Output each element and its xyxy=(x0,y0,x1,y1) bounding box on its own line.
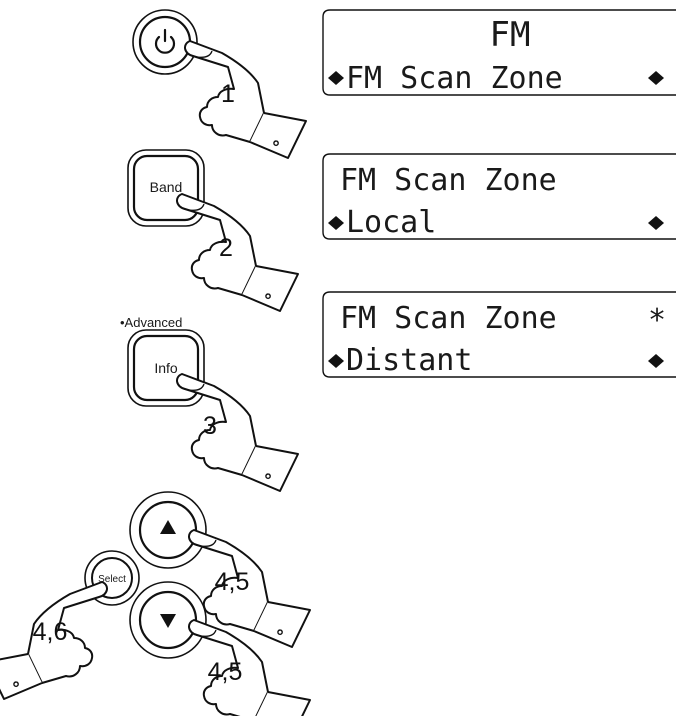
display-line-2: Distant xyxy=(346,343,472,378)
display-line-2: FM Scan Zone xyxy=(346,61,563,96)
pointing-hand-icon xyxy=(175,373,299,492)
step-number: 1 xyxy=(221,80,235,108)
select-label: Select xyxy=(98,574,126,585)
band-label: Band xyxy=(150,179,183,195)
step-number: 2 xyxy=(219,234,233,262)
pointing-hand-icon xyxy=(175,193,299,312)
arrow-left-icon xyxy=(328,71,344,85)
display-line-1: FM Scan Zone xyxy=(340,301,557,336)
lcd-display-3: FM Scan Zone * Distant xyxy=(322,291,676,378)
info-step: •Advanced Info 3 xyxy=(120,315,299,492)
selected-marker: * xyxy=(648,303,666,338)
band-step: Band 2 xyxy=(127,149,299,312)
arrow-right-icon xyxy=(648,354,664,368)
lcd-display-1: FM FM Scan Zone xyxy=(322,9,676,96)
triangle-up-icon xyxy=(160,520,176,534)
step-number: 4,6 xyxy=(33,618,68,646)
info-button[interactable]: Info xyxy=(127,329,205,407)
arrow-right-icon xyxy=(648,71,664,85)
power-step: 1 xyxy=(132,9,307,159)
triangle-down-icon xyxy=(160,614,176,628)
display-line-1: FM Scan Zone xyxy=(340,163,557,198)
step-number: 4,5 xyxy=(208,658,243,686)
step-number: 3 xyxy=(203,412,217,440)
info-label: Info xyxy=(154,360,178,376)
lcd-display-2: FM Scan Zone Local xyxy=(322,153,676,240)
down-button[interactable] xyxy=(129,581,207,659)
up-button[interactable] xyxy=(129,491,207,569)
step-number: 4,5 xyxy=(215,568,250,596)
display-line-2: Local xyxy=(346,205,436,240)
arrow-right-icon xyxy=(648,216,664,230)
arrow-left-icon xyxy=(328,216,344,230)
advanced-caption: •Advanced xyxy=(120,315,182,330)
display-line-1: FM xyxy=(490,15,531,55)
arrow-left-icon xyxy=(328,354,344,368)
pointing-hand-icon xyxy=(183,40,307,159)
band-button[interactable]: Band xyxy=(127,149,205,227)
power-icon xyxy=(154,28,176,54)
navigation-step: Select 4,5 4,6 4,5 xyxy=(0,491,311,716)
